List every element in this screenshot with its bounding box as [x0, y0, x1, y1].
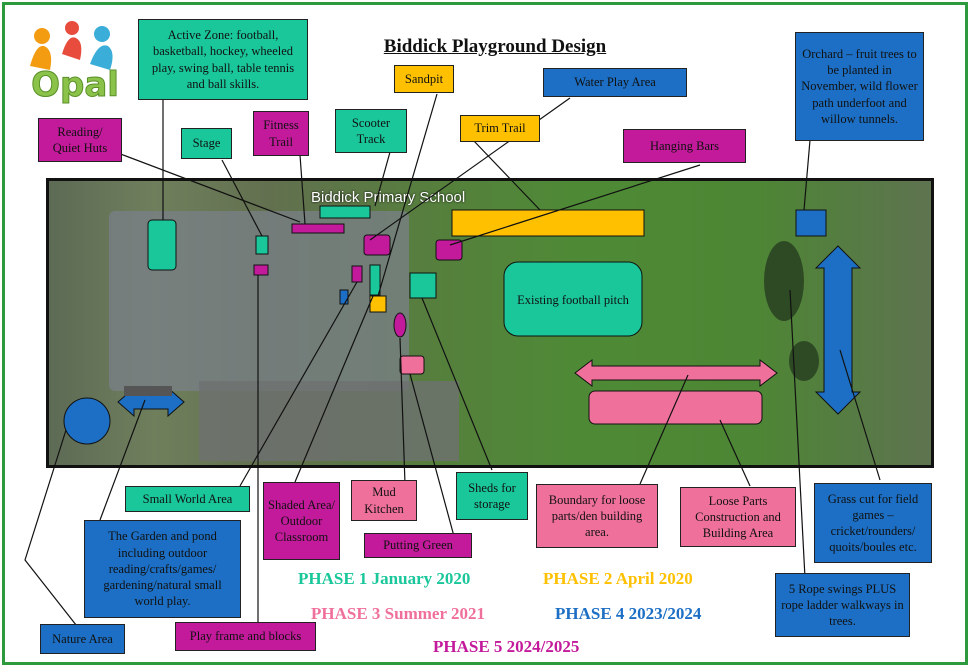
label-reading-huts: Reading/ Quiet Huts	[38, 118, 122, 162]
page-title: Biddick Playground Design	[383, 36, 607, 57]
label-rope-swings: 5 Rope swings PLUS rope ladder walkways …	[775, 573, 910, 637]
marker-water	[339, 289, 349, 305]
school-label: Biddick Primary School	[311, 189, 466, 206]
label-nature-area: Nature Area	[40, 624, 125, 654]
phase-1-legend: PHASE 1 January 2020	[298, 569, 471, 588]
boundary-arrow	[574, 358, 778, 388]
marker-active-zone	[147, 219, 177, 271]
marker-sheds	[409, 272, 437, 299]
marker-fitness	[253, 264, 269, 276]
label-orchard: Orchard – fruit trees to be planted in N…	[795, 32, 924, 141]
pitch-label: Existing football pitch	[517, 293, 630, 307]
label-grass-cut: Grass cut for field games – cricket/roun…	[814, 483, 932, 563]
label-hanging-bars: Hanging Bars	[623, 129, 746, 163]
label-fitness-trail: Fitness Trail	[253, 111, 309, 156]
label-small-world: Small World Area	[125, 486, 250, 512]
label-loose-parts: Loose Parts Construction and Building Ar…	[680, 487, 796, 547]
marker-play-frame	[124, 386, 172, 396]
marker-nature	[63, 397, 111, 445]
trees	[764, 241, 804, 321]
marker-mud-kitchen	[393, 312, 407, 338]
logo-text: Opal	[31, 65, 119, 104]
marker-reading-huts	[291, 223, 345, 234]
marker-orchard	[795, 209, 827, 237]
label-sheds: Sheds for storage	[456, 472, 528, 520]
marker-putting	[399, 355, 425, 375]
label-water-play: Water Play Area	[543, 68, 687, 97]
marker-trim-trail	[451, 209, 645, 237]
marker-shaded	[369, 264, 381, 296]
label-stage: Stage	[181, 128, 232, 159]
label-trim-trail: Trim Trail	[460, 115, 540, 142]
label-garden-pond: The Garden and pond including outdoor re…	[84, 520, 241, 618]
phase-3-legend: PHASE 3 Summer 2021	[311, 604, 485, 623]
grass-arrow	[814, 245, 862, 415]
marker-stage	[255, 235, 269, 255]
marker-hanging-1	[363, 234, 391, 256]
marker-scooter	[319, 205, 371, 219]
label-sandpit: Sandpit	[394, 65, 454, 93]
opal-logo: Opal	[30, 21, 119, 104]
label-putting-green: Putting Green	[364, 533, 472, 558]
phase-5-legend: PHASE 5 2024/2025	[433, 637, 580, 656]
label-shaded-area: Shaded Area/ Outdoor Classroom	[263, 482, 340, 560]
marker-pitch	[503, 261, 643, 337]
phase-2-legend: PHASE 2 April 2020	[543, 569, 693, 588]
marker-hanging-2	[435, 239, 463, 261]
label-play-frame: Play frame and blocks	[175, 622, 316, 651]
marker-loose-parts	[588, 390, 763, 425]
label-mud-kitchen: Mud Kitchen	[351, 480, 417, 521]
marker-small-world	[351, 265, 363, 283]
leader-lines	[24, 93, 881, 631]
label-boundary: Boundary for loose parts/den building ar…	[536, 484, 658, 548]
label-scooter-track: Scooter Track	[335, 109, 407, 153]
phase-4-legend: PHASE 4 2023/2024	[555, 604, 702, 623]
label-active-zone: Active Zone: football, basketball, hocke…	[138, 19, 308, 100]
